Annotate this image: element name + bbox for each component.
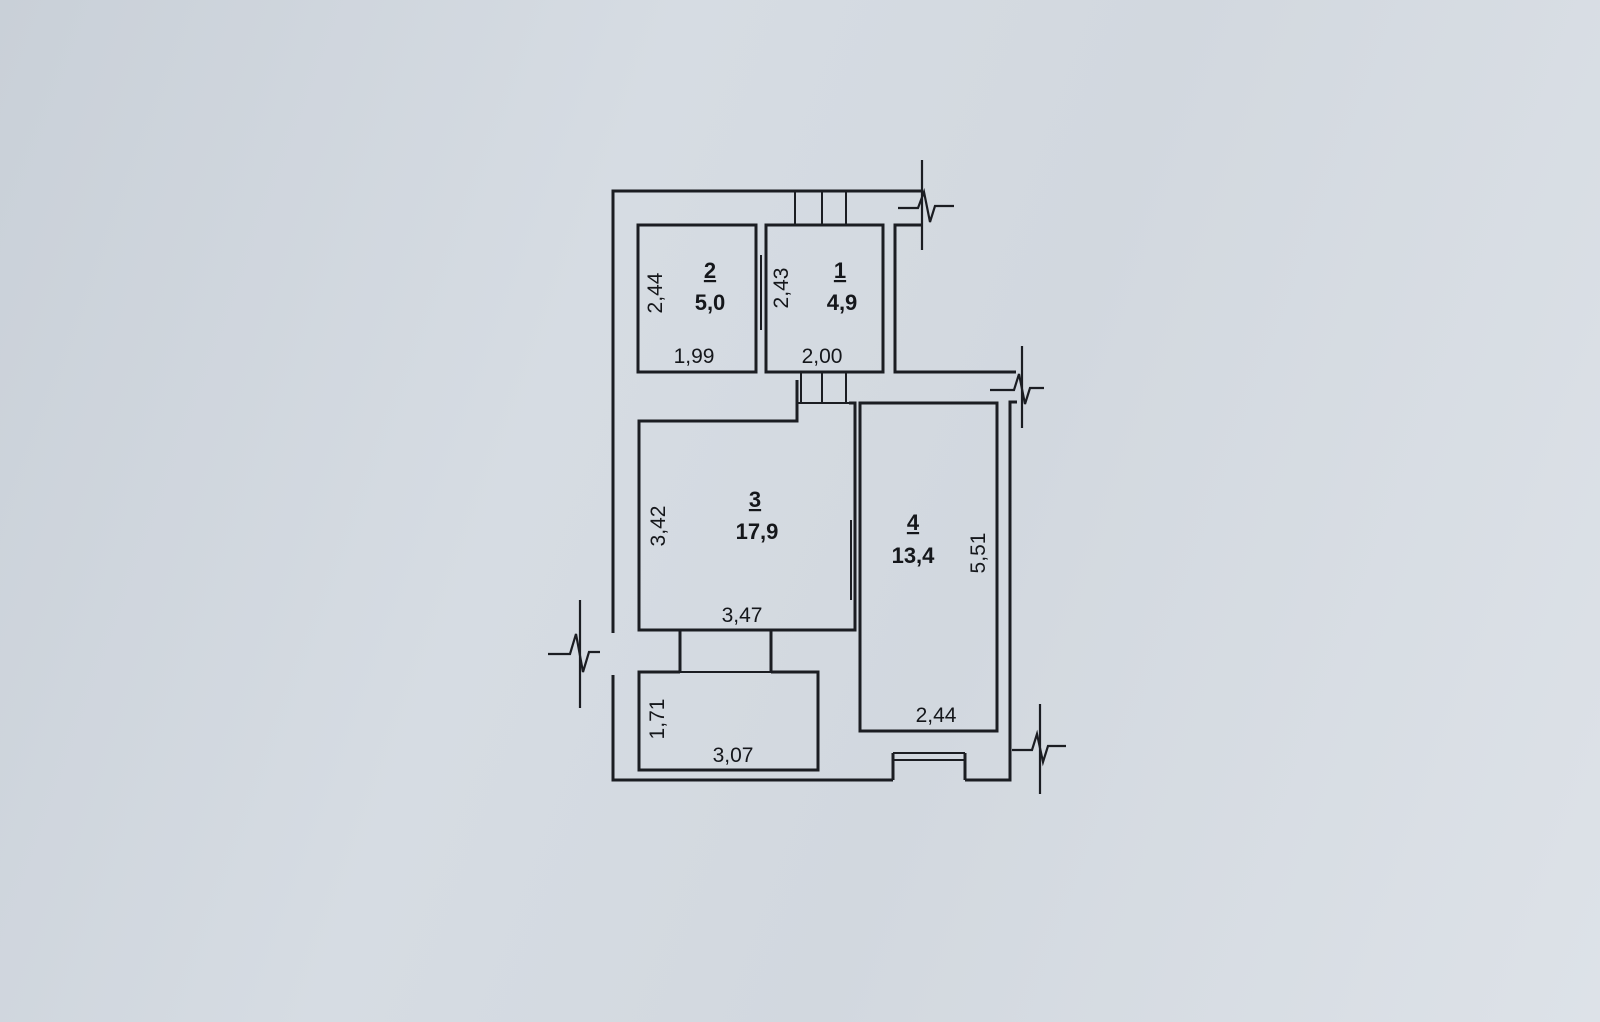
room-1-number: 1 [834, 258, 846, 283]
balcony-width: 3,07 [713, 744, 754, 767]
room-4-length: 5,51 [967, 533, 990, 574]
room-2-width: 1,99 [674, 345, 715, 368]
room-2-area: 5,0 [695, 290, 726, 315]
break-symbol-left [548, 600, 600, 708]
room-1-outline [764, 223, 885, 374]
room-3-length: 3,42 [647, 506, 670, 547]
balcony-length: 1,71 [646, 699, 669, 740]
room-4-area: 13,4 [892, 543, 936, 568]
outer-walls [611, 189, 1017, 782]
room-3-number: 3 [749, 487, 761, 512]
outer-wall-left-lower [611, 675, 893, 782]
outer-wall-top-left [611, 189, 922, 633]
room-1-area: 4,9 [827, 290, 858, 315]
room-2-length: 2,44 [644, 272, 667, 313]
outer-wall-right-step [893, 223, 1016, 374]
balcony-outline [637, 670, 820, 772]
room-3-outline [637, 380, 857, 632]
break-symbol-right-middle [990, 346, 1044, 428]
room-3-area: 17,9 [736, 519, 779, 544]
room-1-length: 2,43 [770, 268, 793, 309]
room-1-width: 2,00 [802, 345, 843, 368]
break-symbol-top-right [898, 160, 954, 250]
room-2-number: 2 [704, 258, 716, 283]
room-4-width: 2,44 [916, 704, 957, 727]
room-3-width: 3,47 [722, 604, 763, 627]
room-2-outline [636, 223, 758, 374]
room-4-number: 4 [907, 510, 920, 535]
break-symbol-bottom-right [1012, 704, 1066, 794]
outer-wall-bottom-right [965, 400, 1017, 782]
room-4-outline [858, 401, 999, 733]
